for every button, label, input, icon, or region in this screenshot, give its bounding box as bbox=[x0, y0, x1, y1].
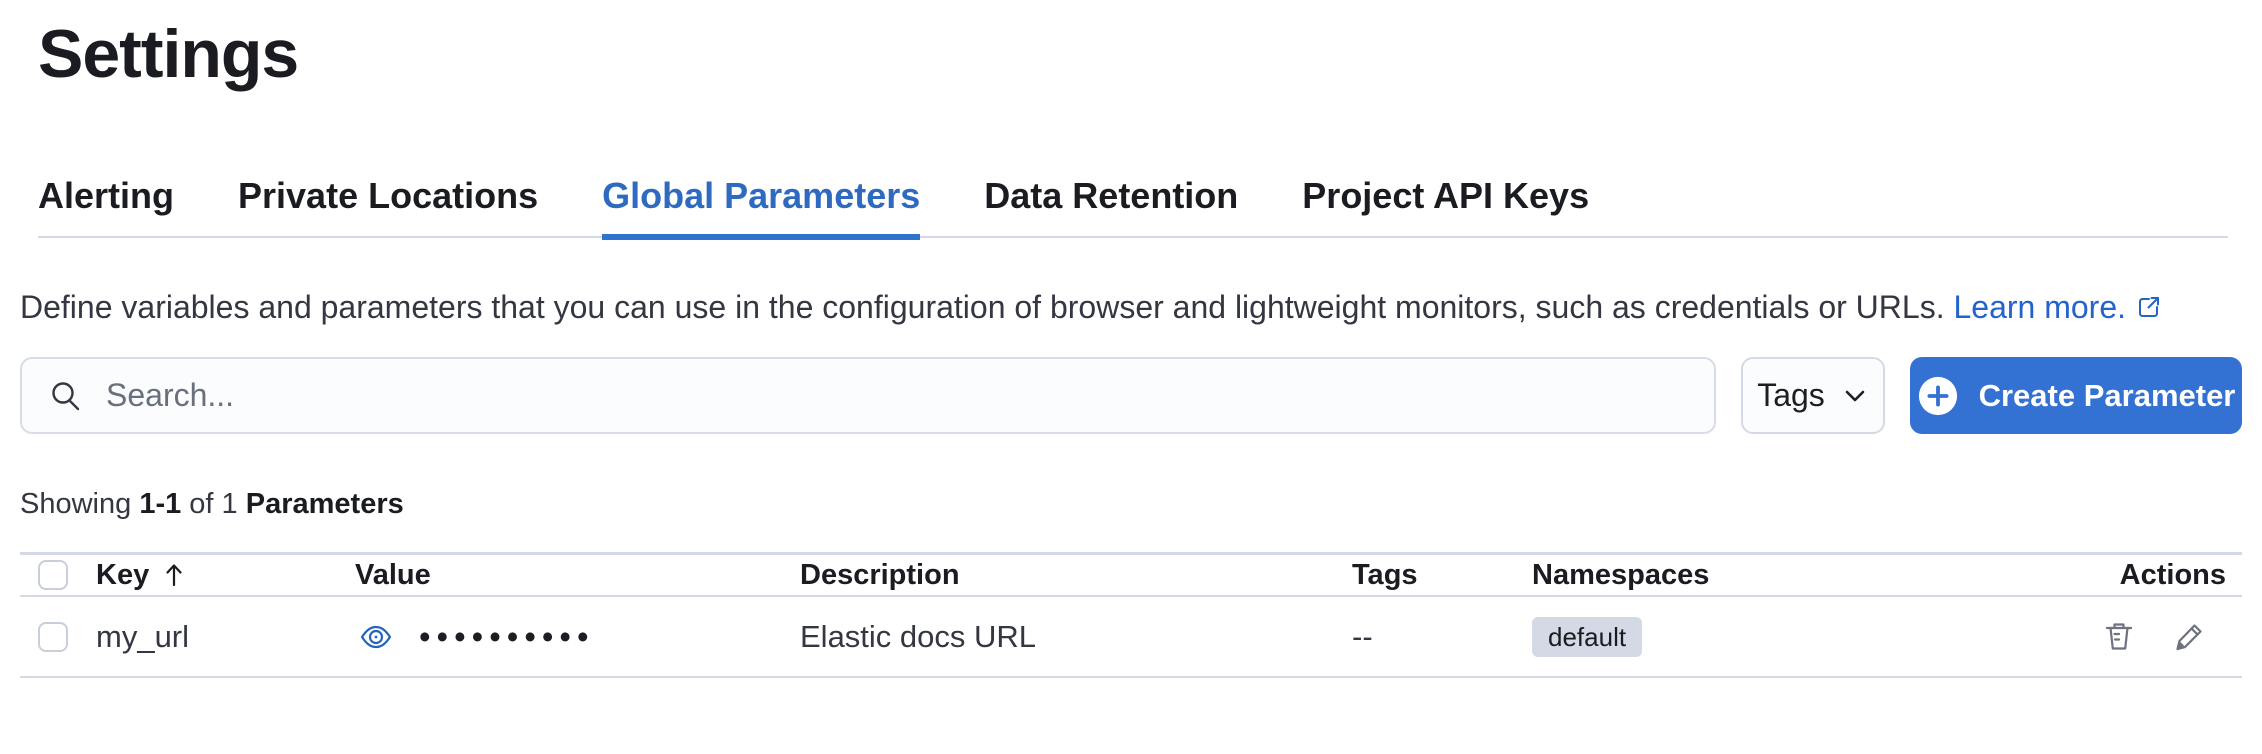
table-top-divider bbox=[20, 552, 2242, 555]
table-row: my_url •••••••••• Elastic docs URL -- de… bbox=[20, 597, 2242, 678]
row-key: my_url bbox=[96, 618, 190, 654]
column-header-value: Value bbox=[355, 558, 431, 591]
tab-alerting[interactable]: Alerting bbox=[38, 175, 175, 216]
row-namespaces-cell: default bbox=[1532, 616, 1952, 657]
search-box[interactable] bbox=[20, 357, 1716, 434]
masked-value: •••••••••• bbox=[419, 617, 595, 655]
table-header-row: Key Value Description Tags Namespaces Ac… bbox=[20, 555, 2242, 597]
description-text: Define variables and parameters that you… bbox=[20, 289, 1945, 325]
namespace-badge: default bbox=[1532, 616, 1643, 657]
external-link-icon bbox=[2136, 294, 2162, 320]
page-title: Settings bbox=[38, 16, 299, 92]
create-parameter-label: Create Parameter bbox=[1978, 377, 2236, 413]
chevron-down-icon bbox=[1841, 382, 1869, 410]
learn-more-link[interactable]: Learn more. bbox=[1953, 289, 2162, 325]
tags-filter-label: Tags bbox=[1757, 377, 1825, 413]
results-entity: Parameters bbox=[245, 488, 404, 520]
column-header-tags: Tags bbox=[1352, 558, 1418, 591]
results-summary: Showing 1-1 of 1 Parameters bbox=[20, 488, 404, 520]
tab-data-retention[interactable]: Data Retention bbox=[984, 175, 1239, 216]
trash-icon bbox=[2102, 620, 2136, 654]
header-checkbox-cell bbox=[20, 560, 96, 590]
parameters-toolbar: Tags Create Parameter bbox=[20, 357, 2242, 434]
pencil-icon bbox=[2172, 620, 2206, 654]
column-header-namespaces: Namespaces bbox=[1532, 558, 1710, 591]
row-actions-cell bbox=[2102, 620, 2242, 654]
column-header-key[interactable]: Key bbox=[96, 559, 355, 592]
select-all-checkbox[interactable] bbox=[38, 560, 68, 590]
tab-project-api-keys[interactable]: Project API Keys bbox=[1302, 175, 1590, 216]
page-description: Define variables and parameters that you… bbox=[20, 284, 2234, 331]
settings-tabs: Alerting Private Locations Global Parame… bbox=[38, 175, 2228, 240]
tags-filter-button[interactable]: Tags bbox=[1741, 357, 1885, 434]
row-description: Elastic docs URL bbox=[800, 618, 1037, 654]
results-range: 1-1 bbox=[139, 488, 182, 520]
eye-icon bbox=[359, 620, 393, 654]
create-parameter-button[interactable]: Create Parameter bbox=[1910, 357, 2242, 434]
row-checkbox-cell bbox=[20, 621, 96, 652]
plus-in-circle-icon bbox=[1917, 375, 1959, 417]
column-header-actions: Actions bbox=[2119, 558, 2226, 591]
sort-up-arrow-icon bbox=[161, 562, 187, 588]
edit-parameter-button[interactable] bbox=[2172, 620, 2206, 654]
magnifier-icon bbox=[48, 378, 84, 414]
column-header-description: Description bbox=[800, 558, 960, 591]
row-checkbox[interactable] bbox=[38, 621, 68, 652]
tab-private-locations[interactable]: Private Locations bbox=[238, 175, 539, 216]
parameters-table: Key Value Description Tags Namespaces Ac… bbox=[20, 555, 2242, 678]
delete-parameter-button[interactable] bbox=[2102, 620, 2136, 654]
row-value-cell: •••••••••• bbox=[355, 618, 800, 656]
row-tags: -- bbox=[1352, 618, 1373, 654]
tab-global-parameters[interactable]: Global Parameters bbox=[602, 178, 921, 240]
search-input[interactable] bbox=[106, 377, 1688, 414]
reveal-value-button[interactable] bbox=[359, 620, 393, 654]
